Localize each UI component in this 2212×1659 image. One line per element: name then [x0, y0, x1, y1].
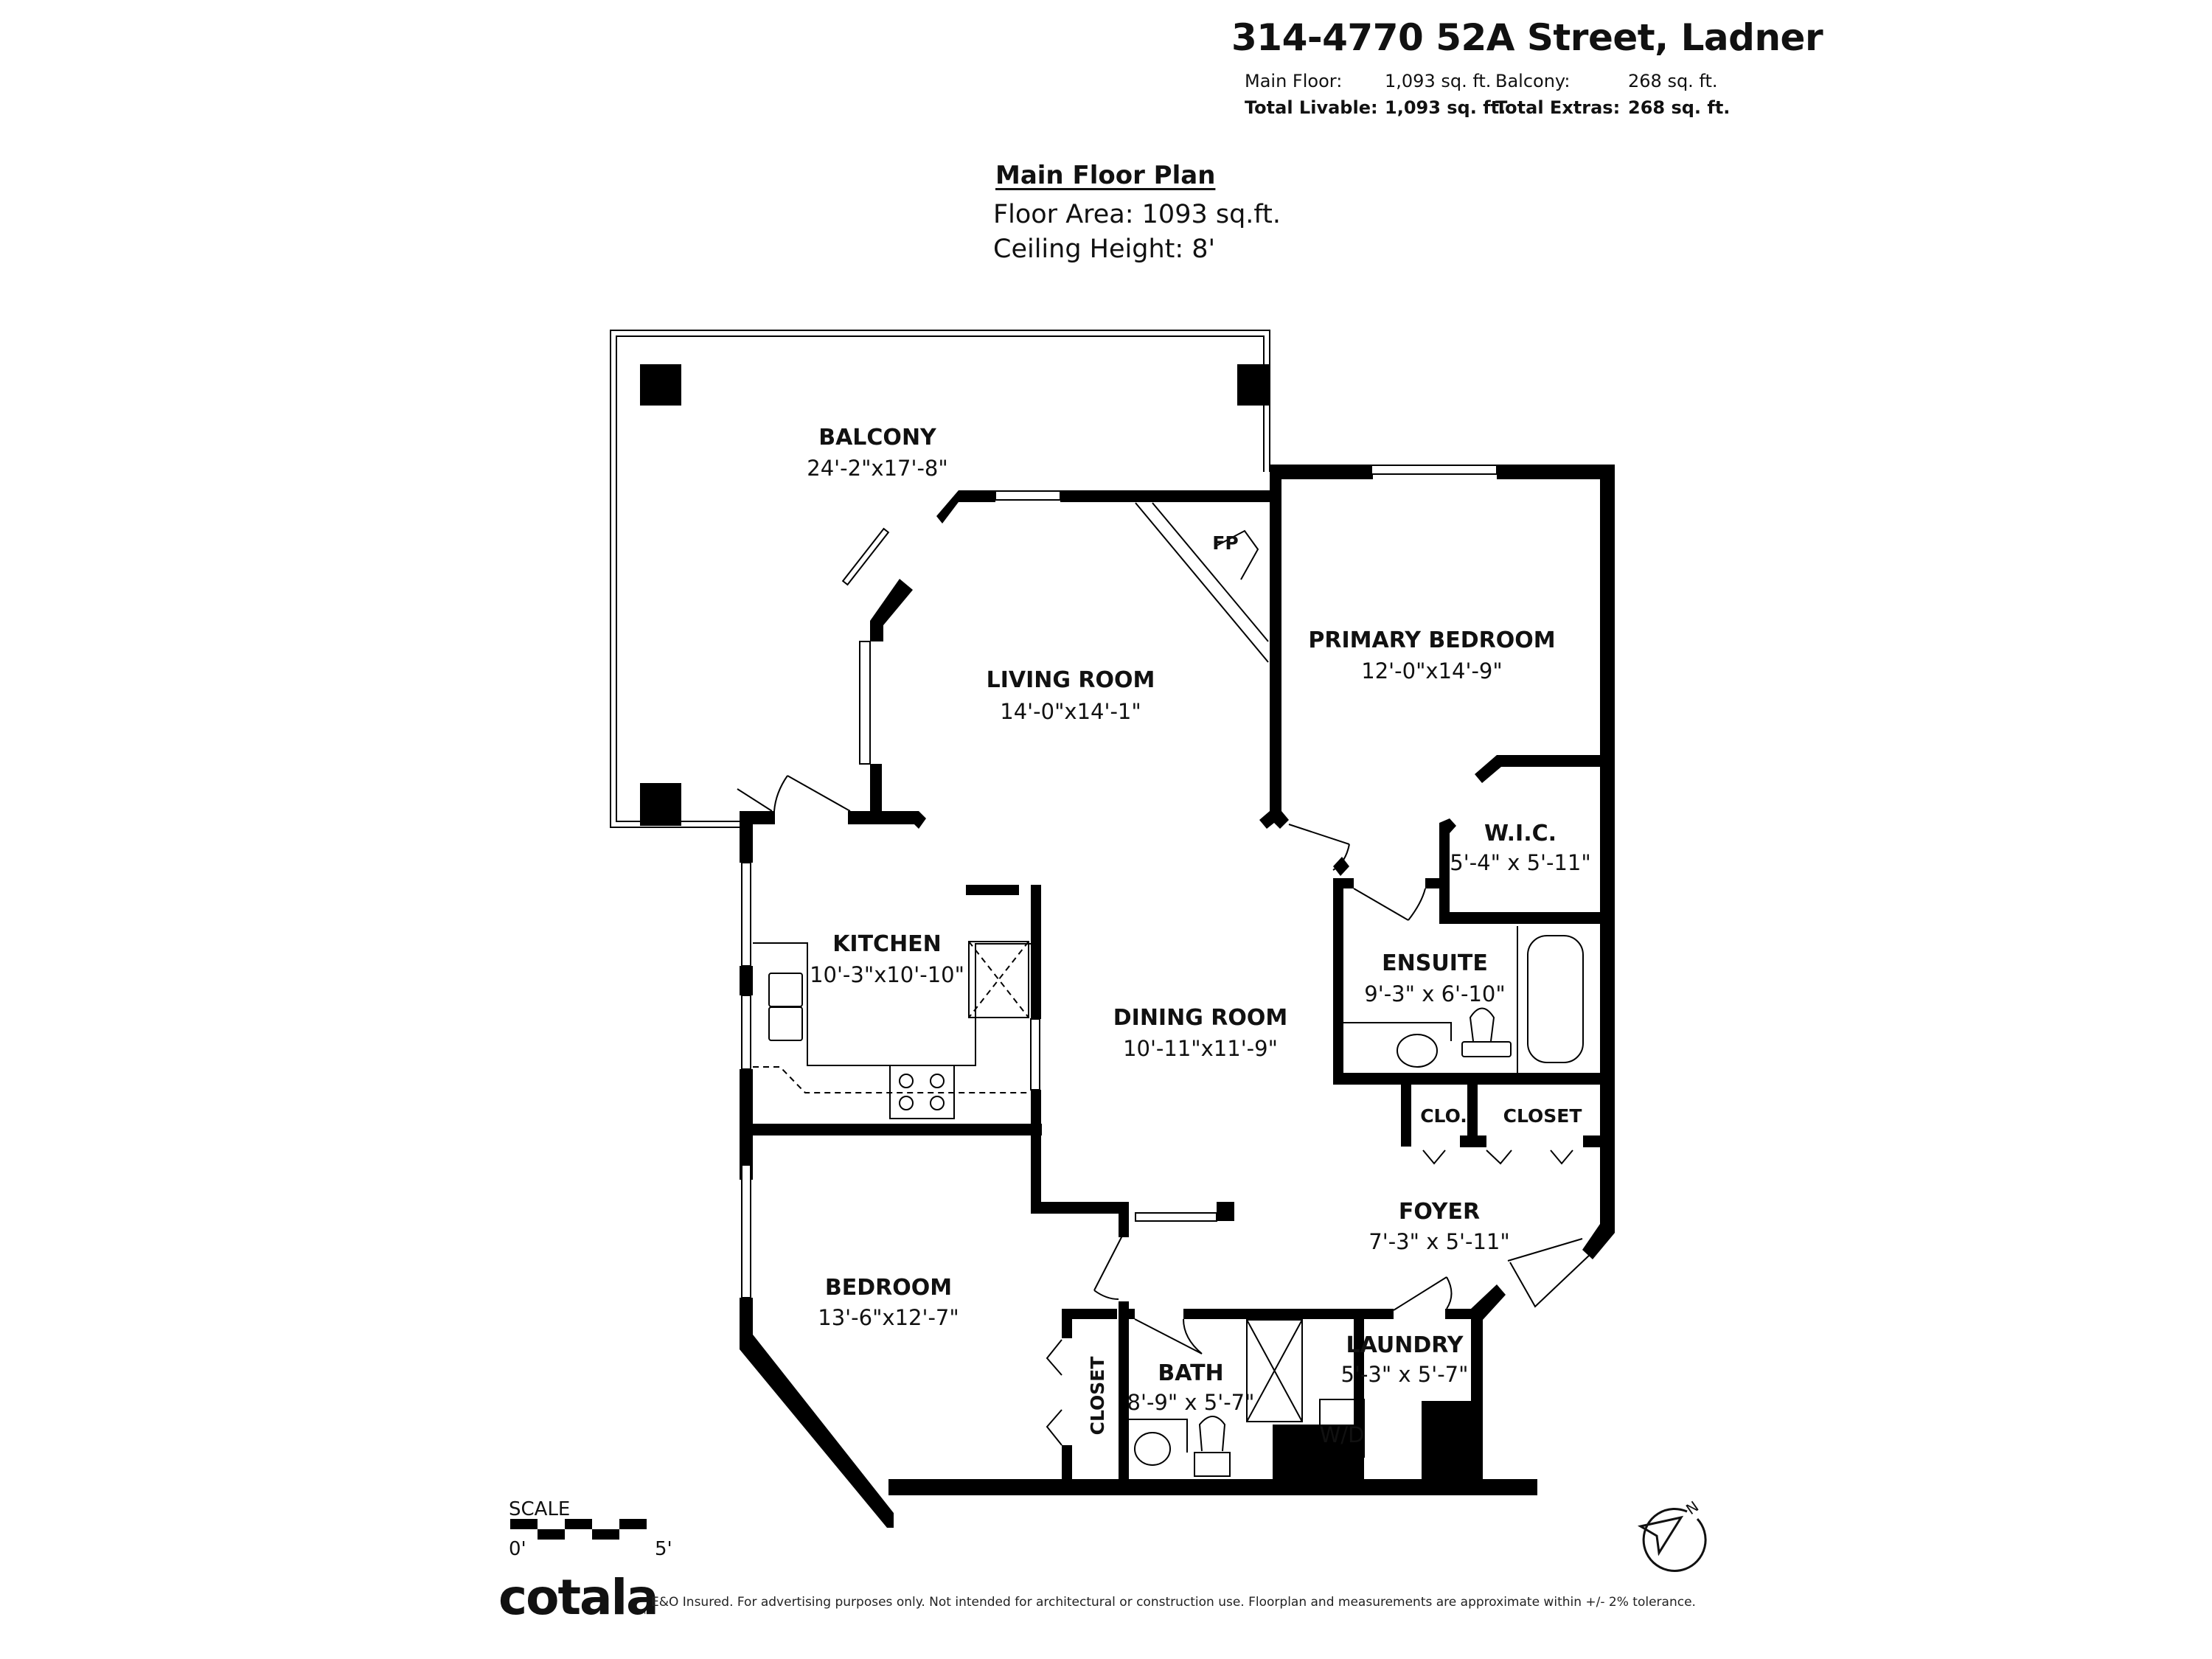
floor-area: Floor Area: 1093 sq.ft.	[993, 200, 1281, 229]
area-summary: Main Floor: 1,093 sq. ft. Balcony: 268 s…	[1245, 71, 1739, 118]
room-label-laundry: LAUNDRY	[1346, 1332, 1464, 1358]
trademark: TM	[643, 1609, 653, 1616]
fireplace-label: FP	[1212, 532, 1238, 554]
main-floor-label: Main Floor:	[1245, 71, 1343, 91]
brand-logo: cotala	[498, 1569, 659, 1626]
room-label-living-room: LIVING ROOM	[987, 667, 1155, 693]
total-extras-value: 268 sq. ft.	[1628, 97, 1731, 118]
room-label-dining-room: DINING ROOM	[1113, 1005, 1287, 1031]
room-dims-kitchen: 10'-3"x10'-10"	[810, 962, 964, 987]
north-arrow-icon: N	[1637, 1498, 1707, 1572]
room-dims-laundry: 5'-3" x 5'-7"	[1341, 1362, 1469, 1387]
fireplace	[1135, 502, 1269, 663]
room-label-kitchen: KITCHEN	[832, 931, 942, 957]
doors	[737, 775, 1592, 1354]
room-dims-dining-room: 10'-11"x11'-9"	[1123, 1036, 1278, 1061]
balcony-label: Balcony:	[1495, 71, 1571, 91]
room-label-primary-bedroom: PRIMARY BEDROOM	[1308, 627, 1555, 653]
total-livable-value: 1,093 sq. ft.	[1385, 97, 1506, 118]
total-extras-label: Total Extras:	[1495, 97, 1621, 118]
room-dims-wic: 5'-4" x 5'-11"	[1450, 850, 1590, 875]
scale-start: 0'	[509, 1538, 526, 1560]
balcony-posts	[640, 364, 1270, 826]
room-dims-bath: 8'-9" x 5'-7"	[1127, 1390, 1255, 1415]
windows	[741, 465, 1498, 1298]
room-dims-bedroom: 13'-6"x12'-7"	[818, 1305, 959, 1330]
foyer-closet-label: CLOSET	[1503, 1105, 1582, 1127]
room-dims-ensuite: 9'-3" x 6'-10"	[1364, 981, 1505, 1006]
compass-letter: N	[1683, 1498, 1702, 1518]
room-dims-foyer: 7'-3" x 5'-11"	[1368, 1229, 1509, 1254]
room-label-wic: W.I.C.	[1484, 821, 1557, 846]
walls	[740, 465, 1615, 1528]
kitchen-fixtures	[753, 941, 1031, 1119]
room-dims-living-room: 14'-0"x14'-1"	[1000, 699, 1141, 724]
room-dims-primary-bedroom: 12'-0"x14'-9"	[1361, 658, 1502, 684]
scale-end: 5'	[655, 1538, 672, 1560]
room-label-bath: BATH	[1158, 1360, 1223, 1386]
bedroom-closet-label: CLOSET	[1087, 1357, 1108, 1436]
washer-dryer-label: W/D	[1320, 1422, 1365, 1447]
property-address: 314-4770 52A Street, Ladner	[1231, 16, 1823, 59]
plan-title: Main Floor Plan	[995, 161, 1216, 190]
scale-label: SCALE	[509, 1498, 571, 1520]
room-label-balcony: BALCONY	[818, 425, 937, 451]
total-livable-label: Total Livable:	[1245, 97, 1378, 118]
room-label-ensuite: ENSUITE	[1382, 950, 1488, 976]
main-floor-value: 1,093 sq. ft.	[1385, 71, 1492, 91]
bath-fixtures	[1126, 926, 1584, 1477]
closet-doors	[1046, 1150, 1573, 1446]
plan-meta: Floor Area: 1093 sq.ft. Ceiling Height: …	[993, 198, 1281, 267]
room-label-bedroom: BEDROOM	[825, 1275, 952, 1301]
ceiling-height: Ceiling Height: 8'	[993, 234, 1216, 264]
scale-bar	[510, 1519, 647, 1540]
clo-label: CLO.	[1420, 1105, 1467, 1127]
room-label-foyer: FOYER	[1399, 1199, 1480, 1225]
room-dims-balcony: 24'-2"x17'-8"	[807, 456, 947, 481]
balcony-outline	[610, 330, 1270, 828]
room-labels: BALCONY 24'-2"x17'-8" LIVING ROOM 14'-0"…	[807, 425, 1590, 1447]
disclaimer: E&O Insured. For advertising purposes on…	[651, 1595, 1696, 1610]
balcony-value: 268 sq. ft.	[1628, 71, 1718, 91]
